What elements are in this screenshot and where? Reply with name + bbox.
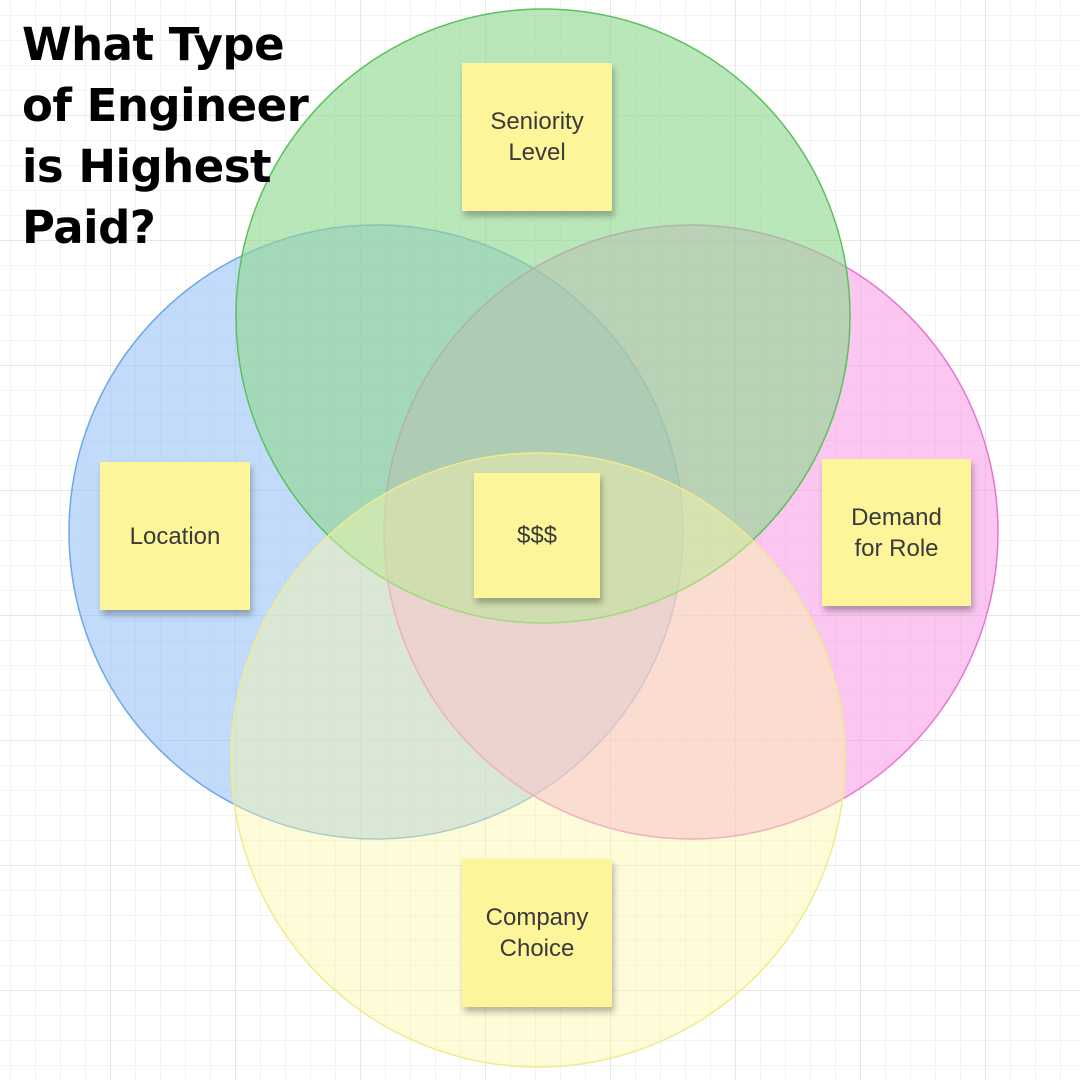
note-text: Level (508, 139, 566, 166)
sticky-note-company-choice[interactable]: Company Choice (462, 859, 612, 1007)
title-line: Paid? (22, 201, 156, 254)
note-text: Seniority (490, 108, 584, 135)
note-text: Company (485, 904, 589, 931)
title-line: is Highest (22, 140, 272, 193)
title-line: What Type (22, 18, 285, 71)
sticky-note-demand-for-role[interactable]: Demand for Role (822, 459, 971, 606)
title-line: of Engineer (22, 79, 309, 132)
page-title: What Type of Engineer is Highest Paid? (22, 14, 322, 258)
note-text: Demand (851, 503, 942, 531)
sticky-note-seniority-level[interactable]: Seniority Level (462, 63, 612, 211)
note-text: for Role (854, 534, 939, 562)
company-choice-circle (230, 452, 846, 1068)
note-text: Choice (499, 935, 575, 962)
seniority-level-circle (235, 8, 851, 624)
note-text: $$$ (516, 522, 558, 549)
sticky-note-location[interactable]: Location (100, 462, 250, 610)
sticky-note-center[interactable]: $$$ (474, 473, 600, 598)
note-text: Location (129, 522, 221, 550)
